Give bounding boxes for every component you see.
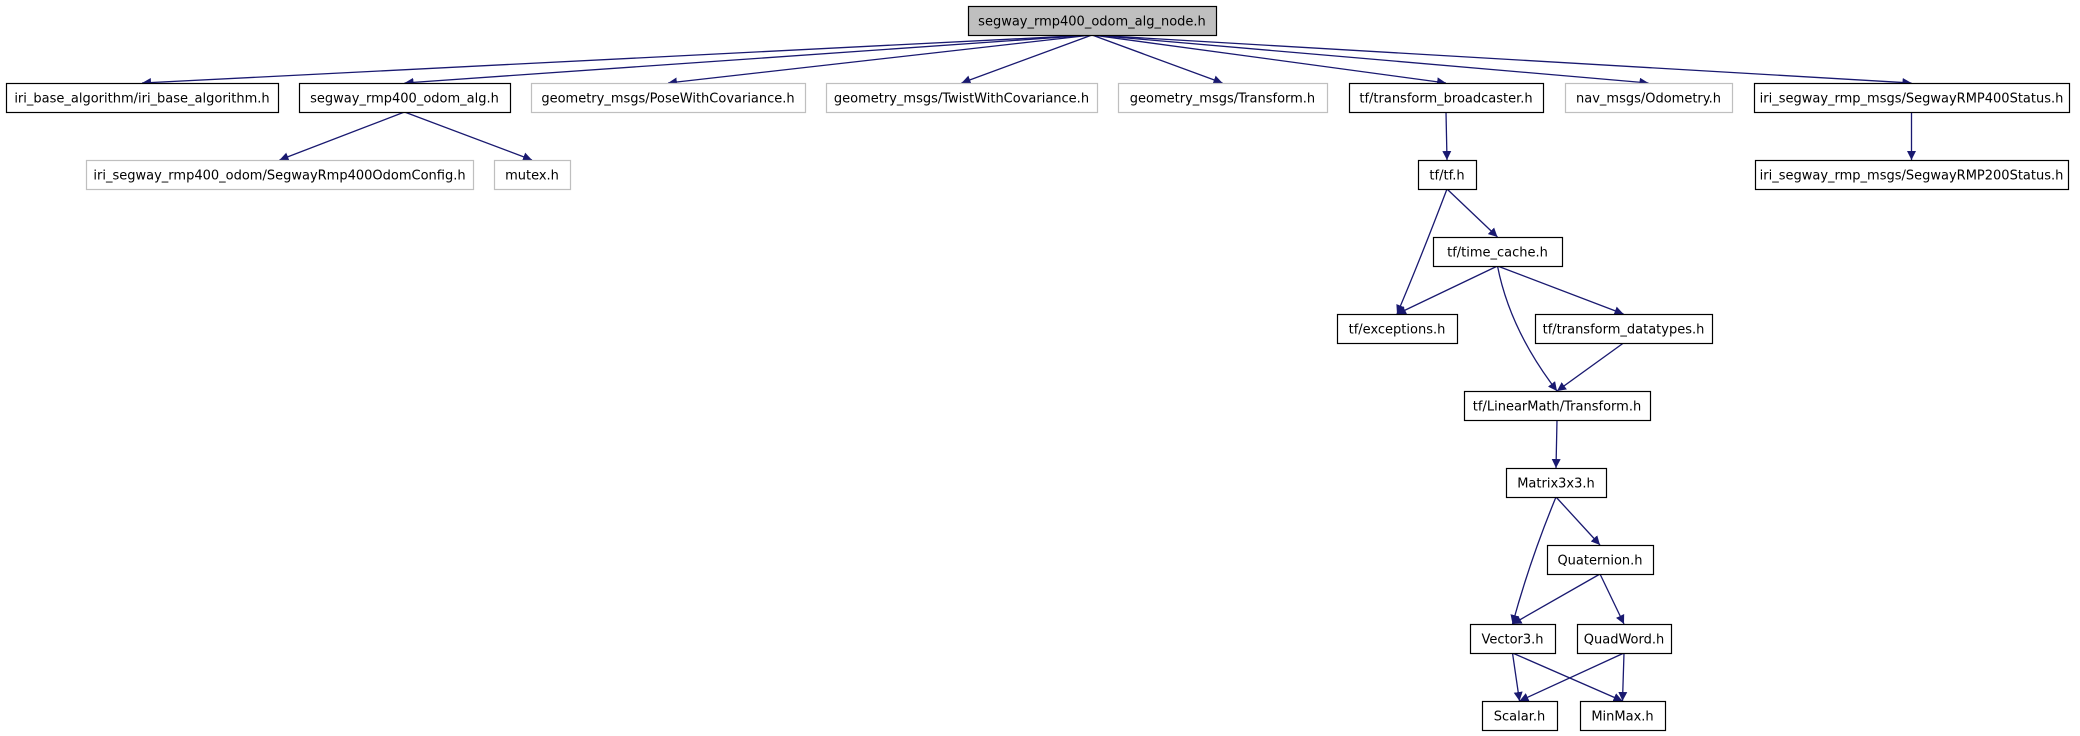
node-lm-transform[interactable]: tf/LinearMath/Transform.h <box>1463 390 1652 422</box>
node-exceptions[interactable]: tf/exceptions.h <box>1336 313 1459 345</box>
node-rmp200-status[interactable]: iri_segway_rmp_msgs/SegwayRMP200Status.h <box>1754 159 2070 191</box>
node-label: tf/transform_broadcaster.h <box>1359 92 1532 107</box>
node-box <box>1579 700 1667 732</box>
edge-root-to-gm_transform <box>1091 34 1223 85</box>
node-vector3[interactable]: Vector3.h <box>1469 623 1557 655</box>
node-odom-alg[interactable]: segway_rmp400_odom_alg.h <box>298 82 512 114</box>
node-label: segway_rmp400_odom_alg.h <box>310 92 499 107</box>
node-box <box>1564 82 1734 114</box>
edge-vector3-to-scalar <box>1511 652 1523 702</box>
node-label: geometry_msgs/PoseWithCovariance.h <box>541 92 794 107</box>
node-scalar[interactable]: Scalar.h <box>1481 700 1559 732</box>
node-odom-config: iri_segway_rmp400_odom/SegwayRmp400OdomC… <box>85 159 475 191</box>
nodes-layer: segway_rmp400_odom_alg_node.h iri_base_al… <box>5 5 2071 732</box>
edge-quaternion-to-vector3 <box>1512 573 1601 625</box>
edge-tf_broadcaster-to-tf_tf <box>1442 111 1452 161</box>
node-box <box>1505 467 1608 499</box>
node-box <box>1432 236 1564 268</box>
node-tf-broadcaster[interactable]: tf/transform_broadcaster.h <box>1348 82 1545 114</box>
node-label: segway_rmp400_odom_alg_node.h <box>978 15 1206 30</box>
node-pose-cov: geometry_msgs/PoseWithCovariance.h <box>530 82 807 114</box>
edge-time_cache-to-lm_transform <box>1496 265 1558 392</box>
node-box <box>1546 544 1655 576</box>
node-label: mutex.h <box>505 169 559 184</box>
node-nav-odom: nav_msgs/Odometry.h <box>1564 82 1734 114</box>
edge-tf_tf-to-time_cache <box>1446 188 1498 238</box>
edge-root-to-iri_base <box>141 34 1093 88</box>
node-quadword[interactable]: QuadWord.h <box>1576 623 1673 655</box>
node-box <box>1348 82 1545 114</box>
node-mutex: mutex.h <box>493 159 572 191</box>
node-label: tf/time_cache.h <box>1447 246 1548 261</box>
node-box <box>298 82 512 114</box>
node-matrix3x3[interactable]: Matrix3x3.h <box>1505 467 1608 499</box>
node-box <box>967 5 1218 37</box>
node-box <box>1417 159 1478 191</box>
node-box <box>1463 390 1652 422</box>
edge-root-to-odom_alg <box>404 34 1093 87</box>
edge-odom_alg-to-mutex <box>404 111 533 162</box>
node-label: nav_msgs/Odometry.h <box>1576 92 1721 107</box>
node-tf-datatypes[interactable]: tf/transform_datatypes.h <box>1534 313 1714 345</box>
node-label: geometry_msgs/Transform.h <box>1130 92 1315 107</box>
node-box <box>493 159 572 191</box>
node-label: Vector3.h <box>1481 633 1543 648</box>
node-root[interactable]: segway_rmp400_odom_alg_node.h <box>967 5 1218 37</box>
node-rmp400-status[interactable]: iri_segway_rmp_msgs/SegwayRMP400Status.h <box>1753 82 2071 114</box>
node-box <box>1469 623 1557 655</box>
edge-odom_alg-to-odom_config <box>279 111 405 161</box>
edge-root-to-rmp400_status <box>1091 34 1912 87</box>
node-twist-cov: geometry_msgs/TwistWithCovariance.h <box>825 82 1099 114</box>
node-box <box>1534 313 1714 345</box>
node-label: geometry_msgs/TwistWithCovariance.h <box>834 92 1089 107</box>
node-label: iri_segway_rmp_msgs/SegwayRMP400Status.h <box>1760 92 2064 107</box>
edge-quadword-to-minmax <box>1618 652 1628 702</box>
edge-root-to-tf_broadcaster <box>1091 34 1447 87</box>
node-box <box>1576 623 1673 655</box>
edge-time_cache-to-exceptions <box>1396 265 1498 315</box>
node-label: iri_segway_rmp400_odom/SegwayRmp400OdomC… <box>93 169 465 184</box>
node-box <box>1754 159 2070 191</box>
edge-vector3-to-minmax <box>1512 652 1623 702</box>
node-time-cache[interactable]: tf/time_cache.h <box>1432 236 1564 268</box>
edge-root-to-twist_cov <box>961 34 1093 85</box>
node-quaternion[interactable]: Quaternion.h <box>1546 544 1655 576</box>
node-box <box>1481 700 1559 732</box>
edge-quadword-to-scalar <box>1519 652 1625 702</box>
node-label: tf/tf.h <box>1429 169 1464 184</box>
node-label: MinMax.h <box>1591 710 1653 725</box>
node-label: iri_base_algorithm/iri_base_algorithm.h <box>14 92 269 107</box>
node-label: tf/exceptions.h <box>1349 323 1446 338</box>
edge-matrix3x3-to-vector3 <box>1510 496 1557 625</box>
node-box <box>825 82 1099 114</box>
node-box <box>1753 82 2071 114</box>
node-label: QuadWord.h <box>1584 633 1664 648</box>
edge-quaternion-to-quadword <box>1599 573 1625 625</box>
edge-time_cache-to-tf_datatypes <box>1497 265 1624 316</box>
edge-matrix3x3-to-quaternion <box>1555 496 1601 546</box>
edge-lm_transform-to-matrix3x3 <box>1551 419 1561 469</box>
node-label: Quaternion.h <box>1557 554 1642 569</box>
node-box <box>85 159 475 191</box>
node-gm-transform: geometry_msgs/Transform.h <box>1117 82 1329 114</box>
node-minmax[interactable]: MinMax.h <box>1579 700 1667 732</box>
edge-root-to-nav_odom <box>1091 34 1649 87</box>
node-box <box>530 82 807 114</box>
node-label: tf/transform_datatypes.h <box>1543 323 1705 338</box>
edges-layer <box>141 34 1916 702</box>
node-box <box>1117 82 1329 114</box>
edge-tf_datatypes-to-lm_transform <box>1556 342 1624 392</box>
node-label: iri_segway_rmp_msgs/SegwayRMP200Status.h <box>1760 169 2064 184</box>
node-iri-base[interactable]: iri_base_algorithm/iri_base_algorithm.h <box>5 82 280 114</box>
node-label: Matrix3x3.h <box>1517 477 1595 492</box>
edge-root-to-pose_cov <box>667 34 1093 87</box>
edge-tf_tf-to-exceptions <box>1396 188 1448 315</box>
node-label: Scalar.h <box>1494 710 1545 725</box>
node-box <box>1336 313 1459 345</box>
node-box <box>5 82 280 114</box>
node-label: tf/LinearMath/Transform.h <box>1473 400 1641 415</box>
node-tf-tf[interactable]: tf/tf.h <box>1417 159 1478 191</box>
